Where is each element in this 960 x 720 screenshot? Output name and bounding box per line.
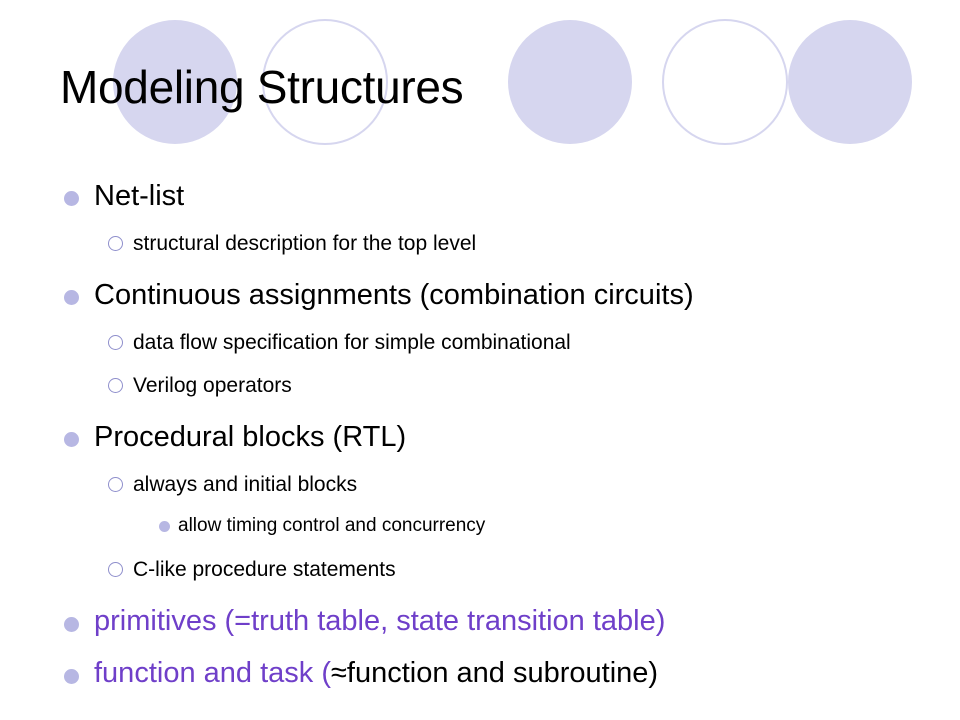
bullet-icon bbox=[64, 432, 79, 447]
bullet-icon bbox=[159, 521, 170, 532]
function-task-prefix: function and task ( bbox=[94, 657, 331, 689]
ring-bullet-icon bbox=[108, 378, 123, 393]
deco-circle-2 bbox=[262, 19, 388, 145]
deco-circle-1 bbox=[113, 20, 237, 144]
sub-sub-item: allow timing control and concurrency bbox=[178, 515, 486, 536]
ring-bullet-icon bbox=[108, 477, 123, 492]
bullet-icon bbox=[64, 617, 79, 632]
slide-title: Modeling Structures bbox=[60, 61, 464, 113]
bullet-icon bbox=[64, 669, 79, 684]
list-item-net-list: Net-list bbox=[94, 180, 185, 212]
deco-circle-5 bbox=[788, 20, 912, 144]
function-task-suffix: function and subroutine) bbox=[346, 657, 659, 689]
list-item-primitives: primitives (=truth table, state transiti… bbox=[94, 605, 666, 637]
bullet-icon bbox=[64, 191, 79, 206]
list-item-continuous-assignments: Continuous assignments (combination circ… bbox=[94, 279, 694, 311]
bullet-icon bbox=[64, 290, 79, 305]
ring-bullet-icon bbox=[108, 236, 123, 251]
ring-bullet-icon bbox=[108, 335, 123, 350]
ring-bullet-icon bbox=[108, 562, 123, 577]
sub-item: C-like procedure statements bbox=[133, 558, 396, 581]
list-item-function-and-task: function and task (≈function and subrout… bbox=[94, 657, 658, 690]
deco-circle-4 bbox=[662, 19, 788, 145]
approx-symbol: ≈ bbox=[330, 657, 347, 689]
list-item-procedural-blocks: Procedural blocks (RTL) bbox=[94, 421, 407, 453]
sub-item: Verilog operators bbox=[133, 374, 292, 397]
sub-item: data flow specification for simple combi… bbox=[133, 331, 571, 354]
deco-circle-3 bbox=[508, 20, 632, 144]
sub-item: always and initial blocks bbox=[133, 473, 358, 496]
sub-item: structural description for the top level bbox=[133, 232, 477, 255]
